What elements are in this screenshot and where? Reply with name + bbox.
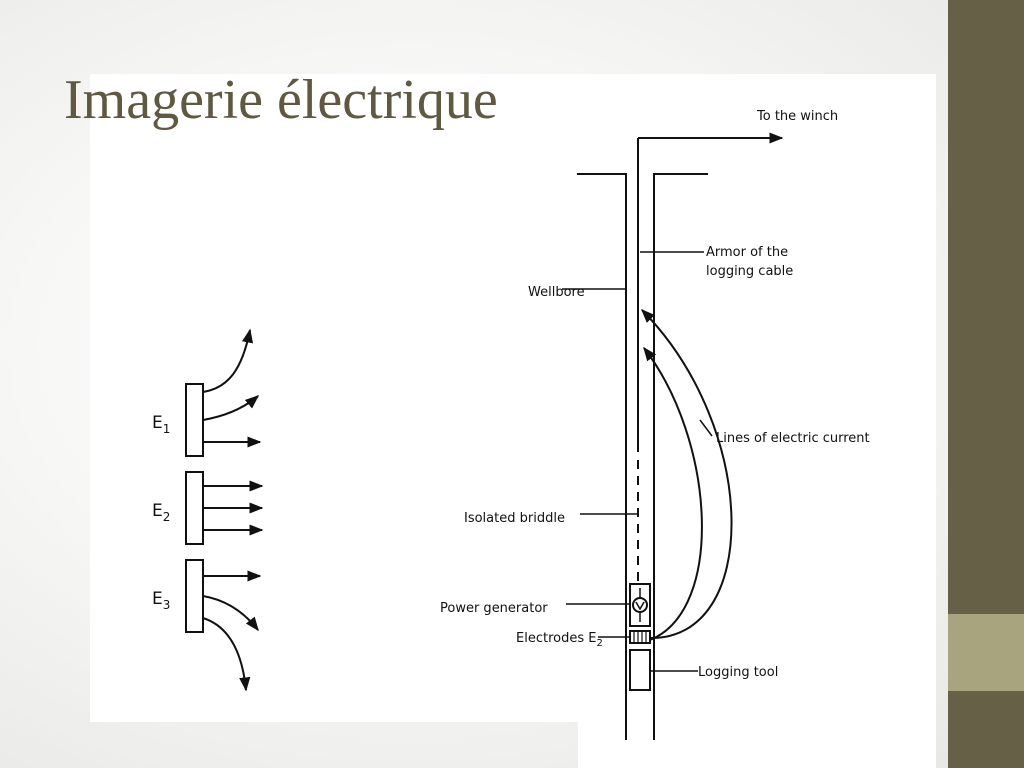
label-isolated-briddle: Isolated briddle [464, 511, 565, 526]
slide-title: Imagerie électrique [64, 69, 498, 131]
label-wellbore: Wellbore [528, 285, 585, 300]
current-line-outer [641, 309, 733, 640]
electrode-plate-e3 [185, 559, 204, 633]
current-arrow-e1-diag [202, 395, 260, 421]
label-logging-tool: Logging tool [698, 665, 778, 680]
logging-tool-assembly [629, 583, 651, 691]
wellbore-right-wall [653, 173, 708, 740]
wellbore-walls [577, 173, 708, 740]
label-lines-electric-current: Lines of electric current [716, 431, 870, 446]
electric-current-lines [641, 309, 733, 641]
electrode-label-e3: E3 [152, 589, 170, 612]
current-arrow-e1-up [202, 328, 254, 393]
power-generator-box [629, 583, 651, 627]
current-arrow-e3-down [202, 617, 251, 692]
electrode-e2-box [629, 630, 651, 644]
electrode-plate-e1 [185, 383, 204, 457]
electrode-group-e3: E3 [152, 559, 262, 692]
accent-block [948, 614, 1024, 691]
logging-cable [637, 132, 784, 582]
electrode-group-e2: E2 [152, 471, 264, 545]
electrode-plate-e2 [185, 471, 204, 545]
electrode-label-e1: E1 [152, 413, 170, 436]
label-power-generator: Power generator [440, 601, 548, 616]
electrode-label-e2: E2 [152, 501, 170, 524]
current-leader [699, 419, 713, 437]
label-armor-line1: Armor of the [706, 245, 788, 260]
label-armor-line2: logging cable [706, 264, 793, 279]
current-line-inner [643, 346, 703, 641]
figure-panel [90, 74, 936, 722]
wellbore-left-wall [577, 173, 627, 740]
label-electrodes-e2: Electrodes E2 [516, 631, 603, 649]
figure-panel-extension [578, 722, 936, 768]
current-arrow-e3-diag [202, 595, 259, 632]
logging-tool-box [629, 649, 651, 691]
electrode-group-e1: E1 [152, 328, 262, 457]
label-to-winch: To the winch [756, 109, 838, 124]
